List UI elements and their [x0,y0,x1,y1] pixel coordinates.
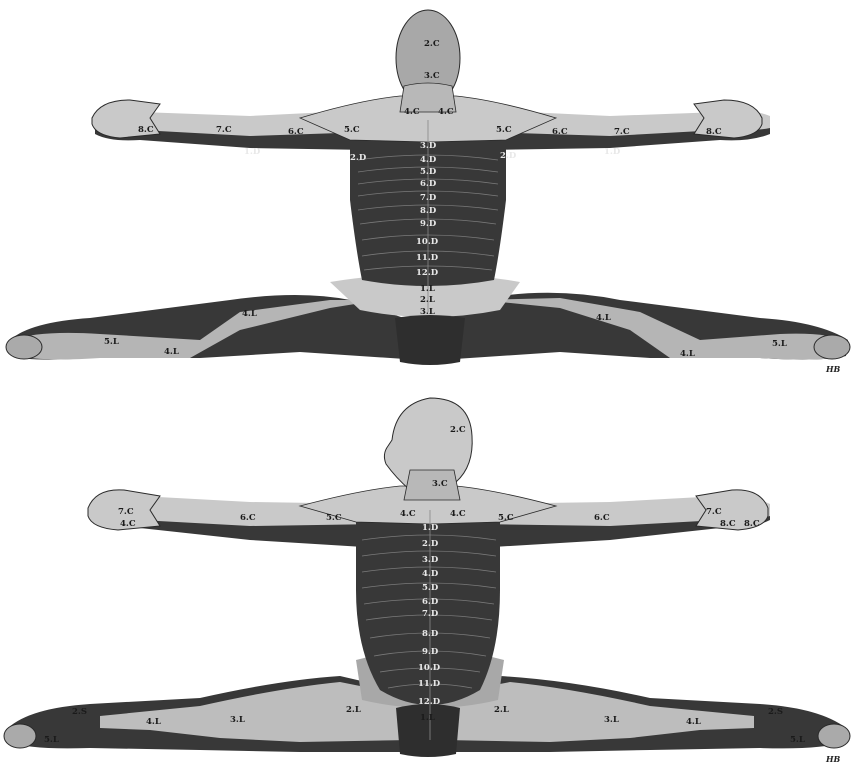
bottom-label-c7-l: 7.C [118,507,134,517]
top-label-l2: 2.L [420,295,435,305]
bottom-left-foot [4,724,36,748]
top-label-c4-l: 4.C [404,107,420,117]
top-label-d6: 6.D [420,179,437,189]
top-label-d10: 10.D [416,237,439,247]
top-label-c5-r: 5.C [496,125,512,135]
bottom-label-c4-a: 4.C [120,519,136,529]
top-label-c6-l: 6.C [288,127,304,137]
bottom-label-c5-l: 5.C [326,513,342,523]
bottom-label-c6-r: 6.C [594,513,610,523]
top-label-c8-l: 8.C [138,125,154,135]
bottom-label-l4-r: 4.L [686,717,701,727]
bottom-label-l2-r: 2.L [494,705,509,715]
bottom-label-d11: 11.D [418,679,441,689]
top-label-c3: 3.C [424,71,440,81]
top-left-foot [6,335,42,359]
top-label-c5-l: 5.C [344,125,360,135]
bottom-label-c8-l: 8.C [720,519,736,529]
top-label-d9: 9.D [420,219,437,229]
top-label-c6-r: 6.C [552,127,568,137]
top-label-d4: 4.D [420,155,437,165]
top-label-l4-c: 4.L [596,313,611,323]
bottom-label-d6: 6.D [422,597,439,607]
bottom-label-s2-l: 2.S [72,707,87,717]
top-label-l4-a: 4.L [242,309,257,319]
figure-bottom-lateral: 2.C 3.C 4.C 4.C 4.C 5.C 5.C 6.C 6.C 7.C … [4,398,850,764]
top-right-hand [694,100,762,138]
bottom-label-d10: 10.D [418,663,441,673]
figure-top-posterior: 2.C 3.C 4.C 4.C 5.C 5.C 6.C 6.C 7.C 7.C … [6,10,850,374]
bottom-label-l3-r: 3.L [604,715,619,725]
top-label-c2: 2.C [424,39,440,49]
bottom-label-d3: 3.D [422,555,439,565]
top-artist-signature: HB [825,364,841,374]
top-label-d3: 3.D [420,141,437,151]
bottom-label-c3: 3.C [432,479,448,489]
top-label-d2-l: 2.D [350,153,367,163]
bottom-label-c8-r: 8.C [744,519,760,529]
bottom-label-l3-l: 3.L [230,715,245,725]
bottom-label-d7: 7.D [422,609,439,619]
top-label-d2-r: 2.D [500,151,517,161]
top-buttocks [395,315,465,365]
top-label-c7-l: 7.C [216,125,232,135]
bottom-label-l2-l: 2.L [346,705,361,715]
bottom-label-l5-r: 5.L [790,735,805,745]
top-label-d11: 11.D [416,253,439,263]
top-label-c7-r: 7.C [614,127,630,137]
top-label-l4-b: 4.L [164,347,179,357]
bottom-label-c6-l: 6.C [240,513,256,523]
top-label-l5-l: 5.L [104,337,119,347]
bottom-label-d2: 2.D [422,539,439,549]
bottom-buttocks [396,704,460,757]
top-label-d5: 5.D [420,167,437,177]
bottom-right-foot [818,724,850,748]
top-label-c4-r: 4.C [438,107,454,117]
bottom-label-c5-r: 5.C [498,513,514,523]
top-label-l1: 1.L [420,284,435,294]
top-label-d1-r: 1.D [604,147,621,157]
bottom-artist-signature: HB [825,754,841,764]
top-right-foot [814,335,850,359]
bottom-label-d12: 12.D [418,697,441,707]
bottom-label-d1: 1.D [422,523,439,533]
bottom-label-d9: 9.D [422,647,439,657]
bottom-label-c4-b: 4.C [400,509,416,519]
top-label-c8-r: 8.C [706,127,722,137]
bottom-label-l1: 1.L [420,713,435,723]
bottom-label-d8: 8.D [422,629,439,639]
top-label-l5-r: 5.L [772,339,787,349]
top-label-d1-l: 1.D [244,147,261,157]
bottom-label-l4-l: 4.L [146,717,161,727]
bottom-label-d5: 5.D [422,583,439,593]
top-label-d7: 7.D [420,193,437,203]
top-label-d12: 12.D [416,268,439,278]
bottom-label-c7-r: 7.C [706,507,722,517]
top-label-d8: 8.D [420,206,437,216]
top-label-l4-d: 4.L [680,349,695,359]
bottom-label-c4-c: 4.C [450,509,466,519]
bottom-label-d4: 4.D [422,569,439,579]
top-label-l3: 3.L [420,307,435,317]
bottom-label-c2: 2.C [450,425,466,435]
bottom-label-s2-r: 2.S [768,707,783,717]
bottom-label-l5-l: 5.L [44,735,59,745]
